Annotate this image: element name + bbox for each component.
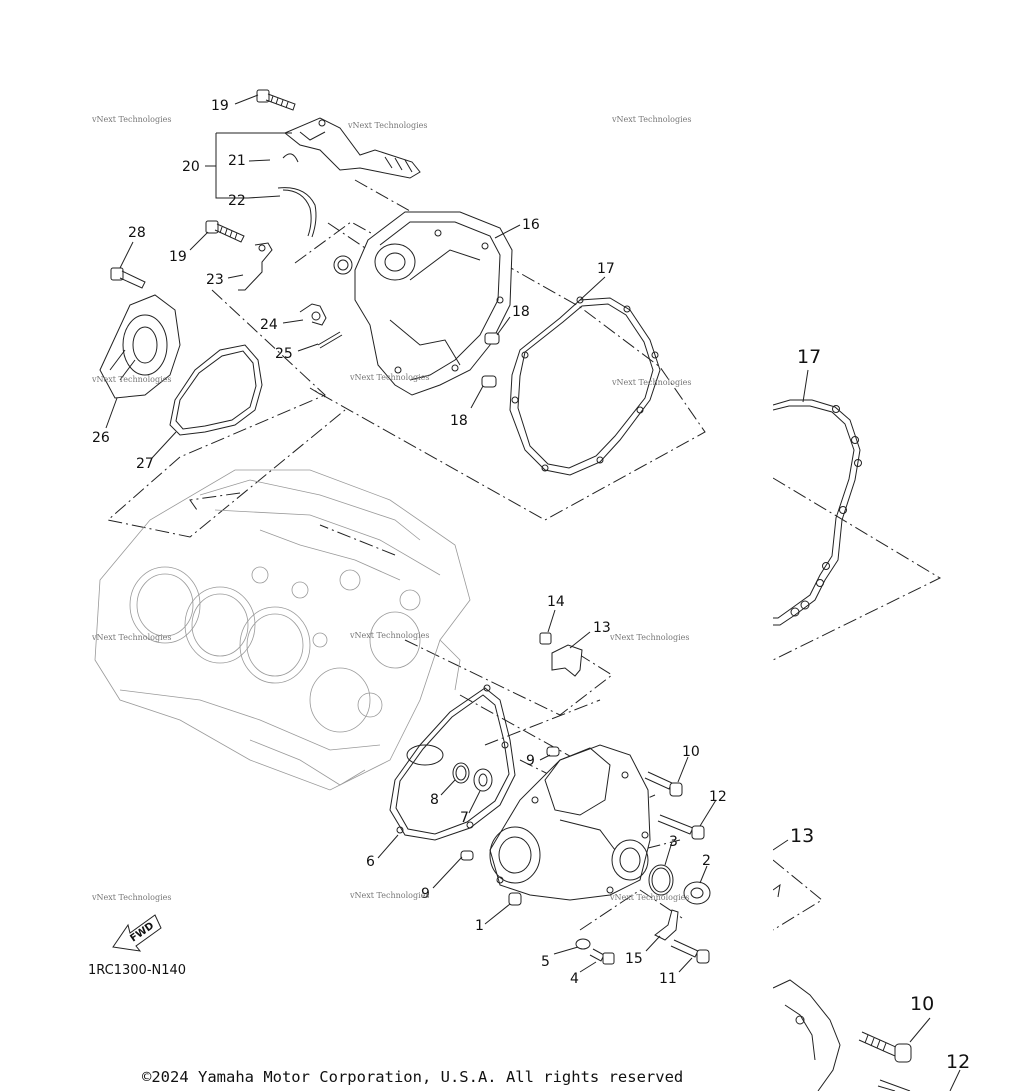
callout-10: 10 bbox=[682, 744, 700, 760]
zoom-callout-12: 12 bbox=[946, 1051, 970, 1073]
generator-cover-1 bbox=[489, 744, 651, 906]
watermark-4: vNext Technologies bbox=[91, 375, 171, 384]
watermark-2: vNext Technologies bbox=[347, 121, 427, 130]
callout-12: 12 bbox=[709, 789, 727, 805]
callout-17: 17 bbox=[597, 261, 615, 277]
watermark-8: vNext Technologies bbox=[349, 631, 429, 640]
callout-18b: 18 bbox=[450, 413, 468, 429]
gasket-17 bbox=[509, 296, 661, 476]
callout-8: 8 bbox=[430, 792, 439, 808]
o-ring-3 bbox=[648, 864, 674, 896]
zoom-callout-13: 13 bbox=[790, 825, 814, 847]
gasket-27 bbox=[169, 344, 263, 436]
bolt-4 bbox=[589, 948, 615, 965]
callout-6: 6 bbox=[366, 854, 375, 870]
leader-lines bbox=[105, 94, 717, 973]
watermark-6: vNext Technologies bbox=[611, 378, 691, 387]
zoom-detail-region bbox=[772, 369, 961, 1091]
callout-labels: 19 20 21 22 16 28 19 23 17 24 18 25 18 2… bbox=[92, 98, 970, 1073]
callout-21: 21 bbox=[228, 153, 246, 169]
gasket-6 bbox=[389, 684, 516, 841]
watermark-10: vNext Technologies bbox=[91, 893, 171, 902]
callout-28: 28 bbox=[128, 225, 146, 241]
callout-1: 1 bbox=[475, 918, 484, 934]
watermark-12: vNext Technologies bbox=[609, 893, 689, 902]
callout-2: 2 bbox=[702, 853, 711, 869]
diagram-code: 1RC1300-N140 bbox=[88, 963, 187, 978]
watermark-9: vNext Technologies bbox=[609, 633, 689, 642]
callout-22: 22 bbox=[228, 193, 246, 209]
sensor-24 bbox=[299, 303, 327, 326]
bracket-assembly bbox=[277, 117, 421, 238]
bolt-12 bbox=[657, 814, 705, 840]
washer-5 bbox=[575, 938, 591, 950]
callout-7: 7 bbox=[460, 810, 469, 826]
bolt-14 bbox=[539, 632, 552, 645]
callout-20: 20 bbox=[182, 159, 200, 175]
callout-9: 9 bbox=[526, 753, 535, 769]
bolt-11 bbox=[670, 939, 710, 964]
zoom-callout-10: 10 bbox=[910, 993, 934, 1015]
bolt-19-mid bbox=[205, 220, 245, 243]
callout-4: 4 bbox=[570, 971, 579, 987]
callout-14: 14 bbox=[547, 594, 565, 610]
callout-16: 16 bbox=[522, 217, 540, 233]
clamp-15 bbox=[654, 909, 679, 941]
dowel-9-bottom bbox=[460, 850, 474, 861]
callout-23: 23 bbox=[206, 272, 224, 288]
zoom-edge-mask bbox=[760, 0, 773, 1091]
cover-26 bbox=[99, 294, 181, 399]
callout-3: 3 bbox=[669, 834, 678, 850]
o-ring-8 bbox=[452, 762, 470, 784]
callout-15: 15 bbox=[625, 951, 643, 967]
dowel-9-top bbox=[546, 746, 560, 757]
crankcase-ghost-drawing bbox=[94, 469, 471, 791]
watermark-1: vNext Technologies bbox=[91, 115, 171, 124]
clamp-23 bbox=[238, 242, 273, 291]
callout-25: 25 bbox=[275, 346, 293, 362]
plug-2 bbox=[683, 881, 711, 905]
bolt-28 bbox=[110, 267, 146, 289]
copyright-notice: ©2024 Yamaha Motor Corporation, U.S.A. A… bbox=[142, 1068, 684, 1086]
screw-25 bbox=[317, 331, 343, 349]
zoom-callout-17: 17 bbox=[797, 346, 821, 368]
callout-11: 11 bbox=[659, 971, 677, 987]
clutch-cover-16 bbox=[333, 211, 513, 396]
watermark-11: vNext Technologies bbox=[349, 891, 429, 900]
callout-24: 24 bbox=[260, 317, 278, 333]
bracket-13 bbox=[551, 644, 583, 677]
fwd-arrow-icon: FWD bbox=[112, 914, 162, 952]
watermarks: vNext Technologies vNext Technologies vN… bbox=[91, 115, 691, 902]
bolt-19-top bbox=[256, 89, 296, 111]
callout-9b: 9 bbox=[421, 886, 430, 902]
callout-18: 18 bbox=[512, 304, 530, 320]
callout-19: 19 bbox=[211, 98, 229, 114]
callout-27: 27 bbox=[136, 456, 154, 472]
watermark-7: vNext Technologies bbox=[91, 633, 171, 642]
dowel-pin-18 bbox=[481, 332, 500, 388]
oil-seal-7 bbox=[473, 768, 493, 792]
callout-5: 5 bbox=[541, 954, 550, 970]
watermark-3: vNext Technologies bbox=[611, 115, 691, 124]
watermark-5: vNext Technologies bbox=[349, 373, 429, 382]
callout-13: 13 bbox=[593, 620, 611, 636]
callout-19b: 19 bbox=[169, 249, 187, 265]
callout-26: 26 bbox=[92, 430, 110, 446]
bolt-10 bbox=[644, 771, 683, 797]
